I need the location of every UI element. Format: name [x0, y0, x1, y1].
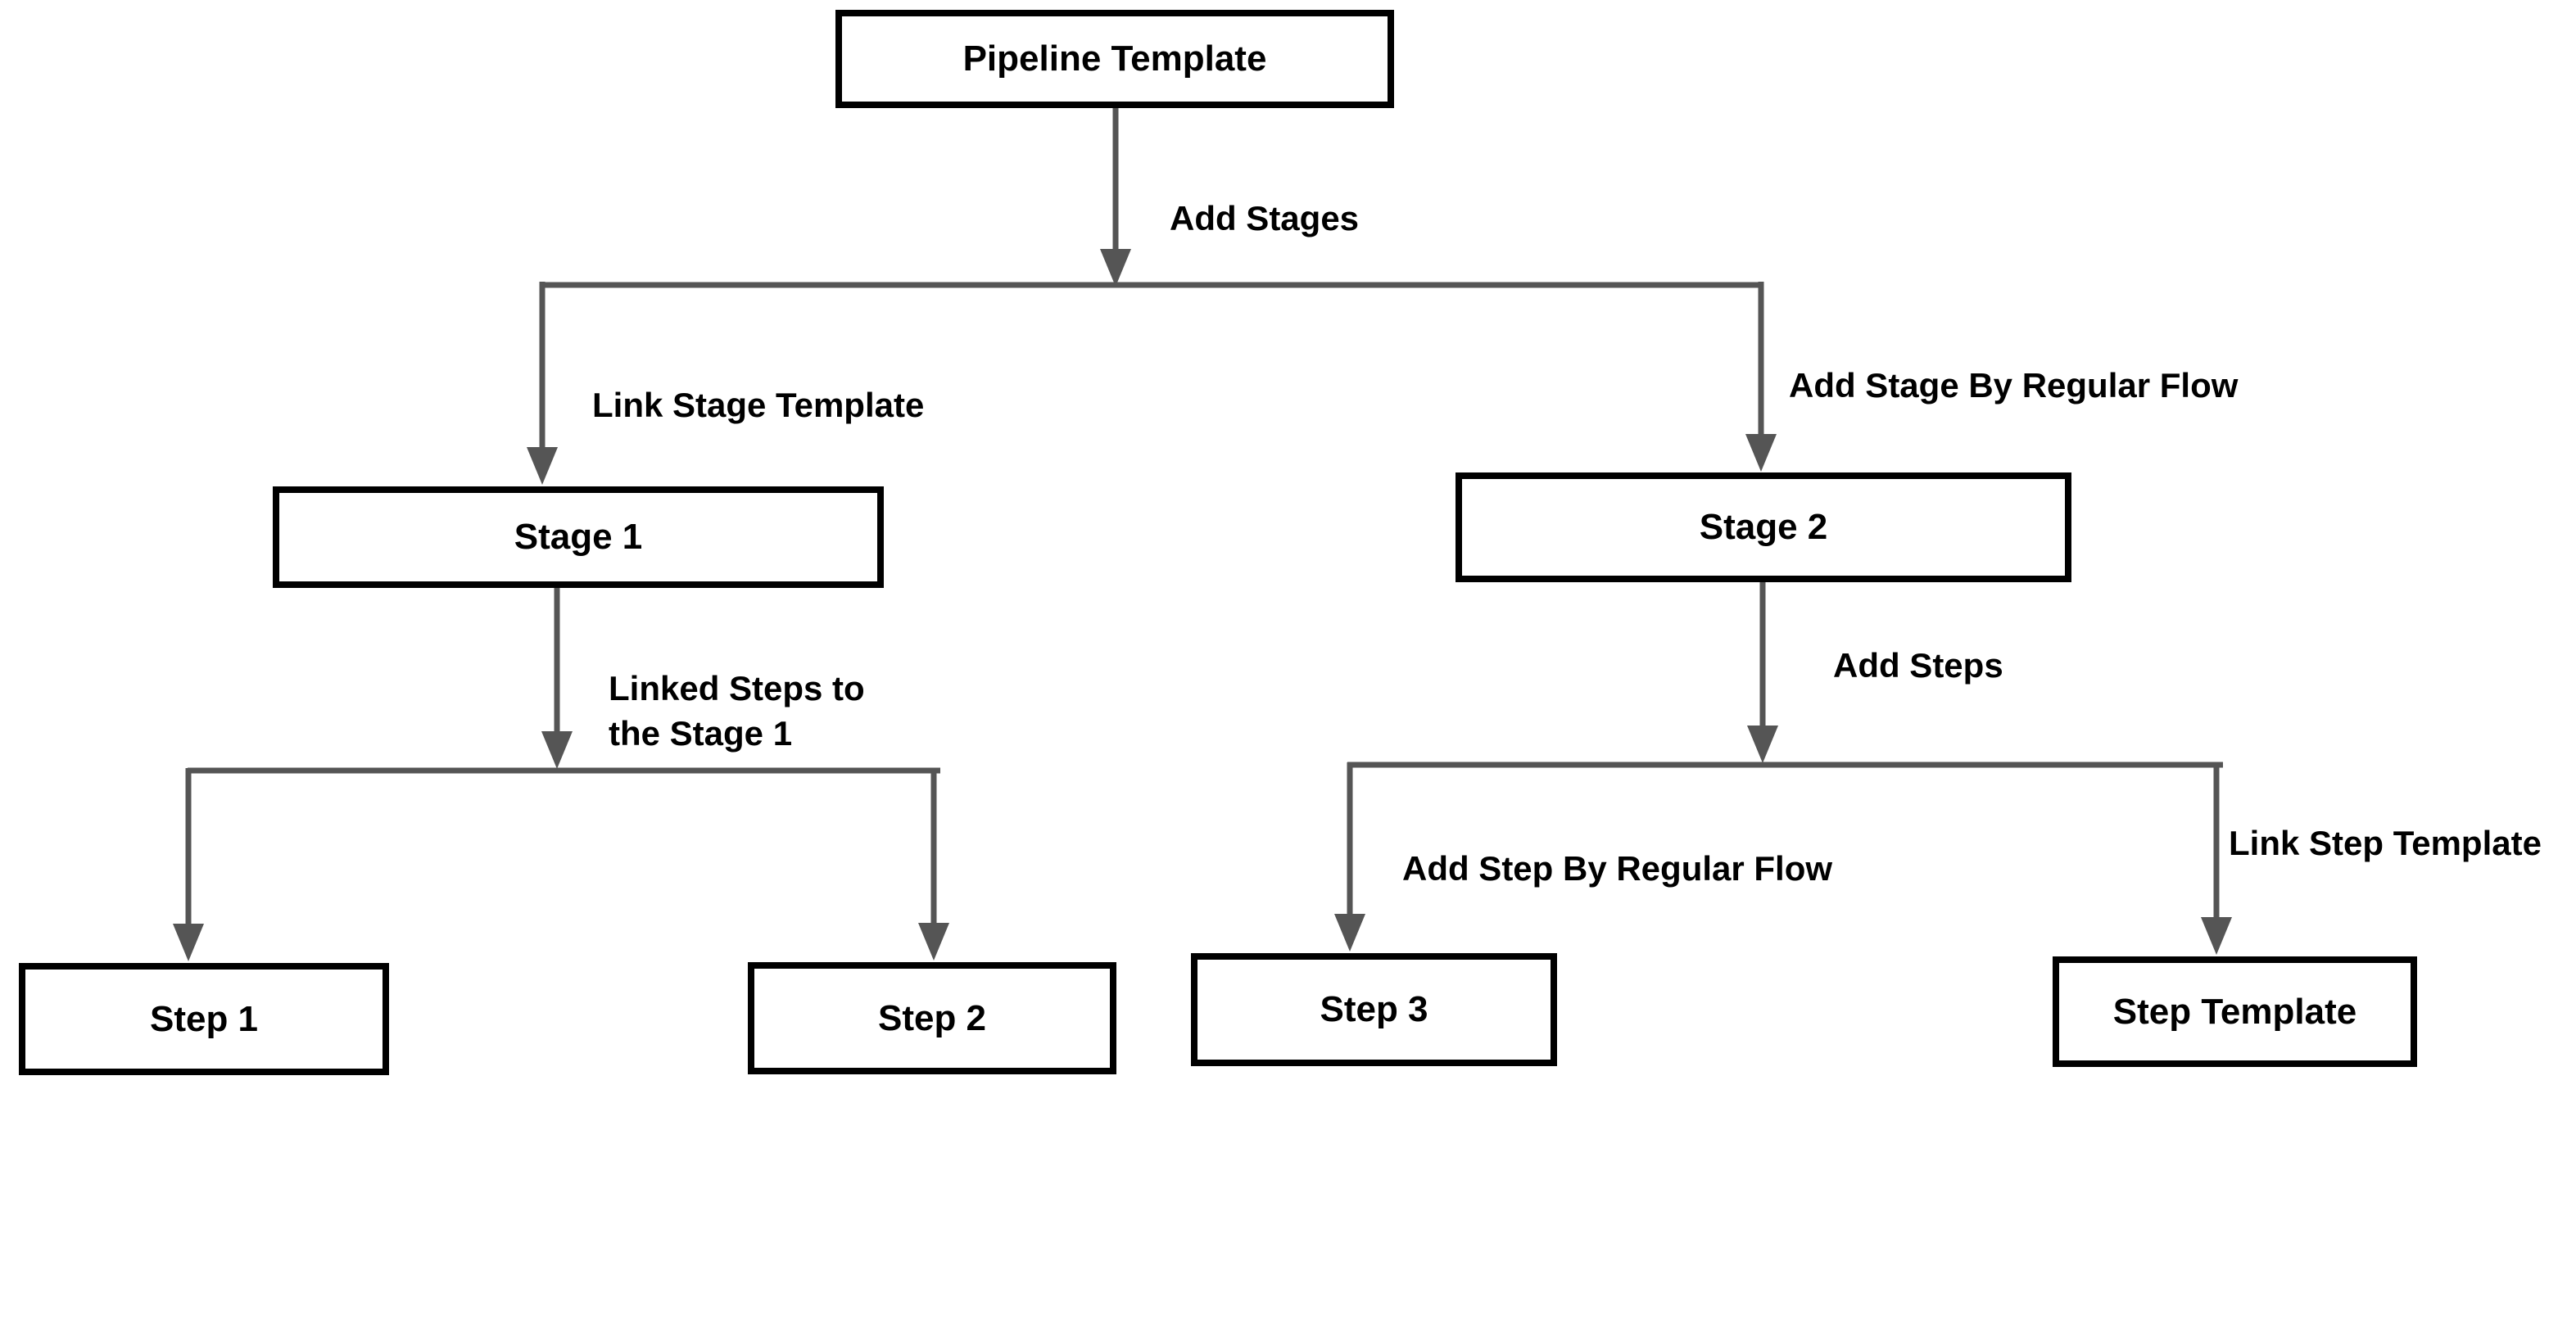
arrowhead-add-steps [1747, 726, 1778, 763]
arrowhead-add-step-by-regular-flow [1334, 914, 1365, 952]
node-step-3: Step 3 [1191, 953, 1557, 1066]
edge-link-stage-template [527, 282, 558, 485]
arrowhead-add-stage-by-regular-flow [1745, 434, 1777, 472]
edge-linked-steps-to-stage-1 [541, 588, 573, 769]
node-step-template: Step Template [2053, 956, 2417, 1067]
edge-label-linked-steps-to-stage-1: Linked Steps to the Stage 1 [609, 669, 865, 753]
edge-label-add-stages: Add Stages [1170, 199, 1360, 237]
edge-label-add-step-by-regular-flow: Add Step By Regular Flow [1402, 849, 1833, 888]
node-stage-2: Stage 2 [1456, 472, 2071, 582]
arrowhead-link-stage-template [527, 447, 558, 485]
arrowhead-to-step-1 [173, 924, 204, 961]
edge-label-link-stage-template: Link Stage Template [592, 386, 925, 424]
edge-label-add-stage-by-regular-flow: Add Stage By Regular Flow [1789, 366, 2239, 405]
edge-label-link-step-template: Link Step Template [2229, 824, 2542, 862]
edge-to-step-2 [918, 768, 949, 961]
edge-add-stages [1100, 108, 1131, 287]
node-pipeline-template: Pipeline Template [835, 10, 1394, 108]
node-stage-1-label: Stage 1 [514, 517, 643, 557]
edge-add-steps [1747, 582, 1778, 763]
node-step-3-label: Step 3 [1320, 989, 1428, 1029]
node-step-1-label: Step 1 [149, 998, 259, 1039]
edge-add-stage-by-regular-flow [1745, 282, 1777, 472]
node-step-template-label: Step Template [2112, 991, 2357, 1032]
arrowhead-link-step-template [2201, 917, 2232, 955]
node-stage-2-label: Stage 2 [1699, 507, 1828, 547]
arrowhead-linked-steps [541, 731, 573, 769]
arrowhead-add-stages [1100, 249, 1131, 287]
edge-to-step-1 [173, 768, 204, 961]
node-pipeline-template-label: Pipeline Template [962, 38, 1267, 79]
edge-label-add-steps: Add Steps [1833, 646, 2003, 685]
arrowhead-to-step-2 [918, 923, 949, 961]
edge-link-step-template [2201, 762, 2232, 955]
node-step-2-label: Step 2 [877, 997, 987, 1038]
node-stage-1: Stage 1 [273, 486, 884, 588]
edge-add-step-by-regular-flow [1334, 762, 1365, 952]
node-step-2: Step 2 [748, 962, 1116, 1074]
node-step-1: Step 1 [19, 963, 389, 1075]
